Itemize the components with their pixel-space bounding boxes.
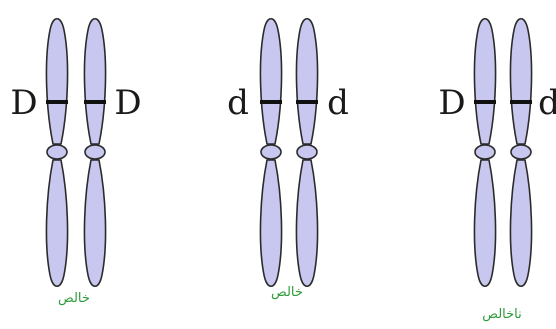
chromosome-3b-centromere xyxy=(510,144,532,160)
chromosome-2b-centromere xyxy=(296,144,318,160)
pair-2-caption: خالص xyxy=(271,285,303,300)
pair-3-left-allele: D xyxy=(438,83,465,123)
chromosome-2a-lower-arm xyxy=(259,159,283,288)
pair-1-caption: خالص xyxy=(58,291,90,306)
chromosome-3b xyxy=(509,17,533,288)
pair-2-left-allele: d xyxy=(227,83,249,123)
chromosome-1b-centromere xyxy=(84,144,106,160)
chromosome-1a-upper-arm xyxy=(45,17,69,145)
chromosome-1b-lower-arm xyxy=(83,159,107,288)
chromosome-3a-upper-arm xyxy=(473,17,497,145)
pair-2-right-allele: d xyxy=(327,83,349,123)
pair-3-caption: ناخالص xyxy=(482,307,521,322)
chromosome-3a-centromere xyxy=(474,144,496,160)
chromosome-2b-lower-arm xyxy=(295,159,319,288)
chromosome-pair-3: D d ناخالص xyxy=(438,17,556,322)
chromosome-2a xyxy=(259,17,283,288)
chromosome-2a-centromere xyxy=(260,144,282,160)
chromosome-1a xyxy=(45,17,69,288)
chromosome-3b-lower-arm xyxy=(509,159,533,288)
pair-1-left-allele: D xyxy=(10,83,37,123)
chromosome-1a-centromere xyxy=(46,144,68,160)
pair-1-right-allele: D xyxy=(114,83,141,123)
chromosome-1b xyxy=(83,17,107,288)
chromosome-3b-upper-arm xyxy=(509,17,533,145)
chromosome-1a-lower-arm xyxy=(45,159,69,288)
chromosome-3a xyxy=(473,17,497,288)
chromosome-pair-1: D D خالص xyxy=(10,17,142,306)
chromosome-2a-upper-arm xyxy=(259,17,283,145)
chromosome-2b-upper-arm xyxy=(295,17,319,145)
chromosome-pair-2: d d خالص xyxy=(227,17,349,300)
chromosome-2b xyxy=(295,17,319,288)
chromosome-1b-upper-arm xyxy=(83,17,107,145)
pair-3-right-allele: d xyxy=(538,83,556,123)
chromosome-3a-lower-arm xyxy=(473,159,497,288)
